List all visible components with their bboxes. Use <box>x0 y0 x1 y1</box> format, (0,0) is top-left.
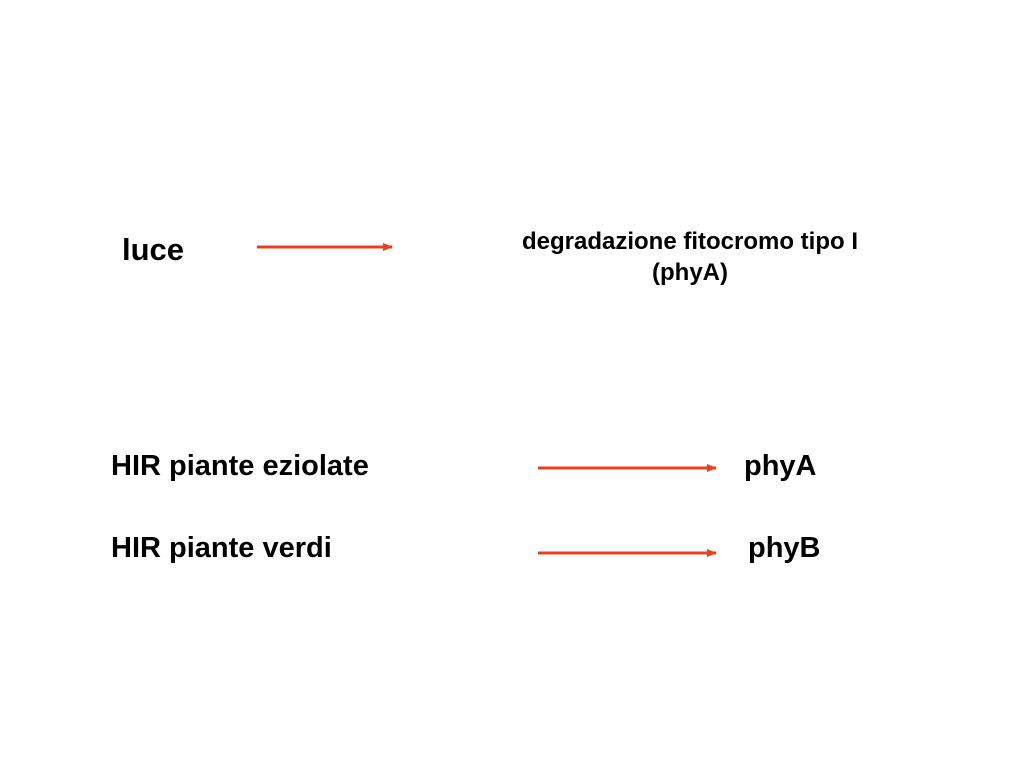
label-degradazione-fitocromo: degradazione fitocromo tipo I (phyA) <box>470 226 910 288</box>
label-hir-piante-verdi: HIR piante verdi <box>111 532 332 564</box>
label-luce: luce <box>122 232 185 267</box>
label-hir-piante-eziolate: HIR piante eziolate <box>111 450 369 482</box>
label-degradazione-line1: degradazione fitocromo tipo I <box>521 228 858 255</box>
label-phyb: phyB <box>748 532 821 564</box>
label-phya: phyA <box>744 450 817 482</box>
label-degradazione-line2: (phyA) <box>652 259 728 286</box>
